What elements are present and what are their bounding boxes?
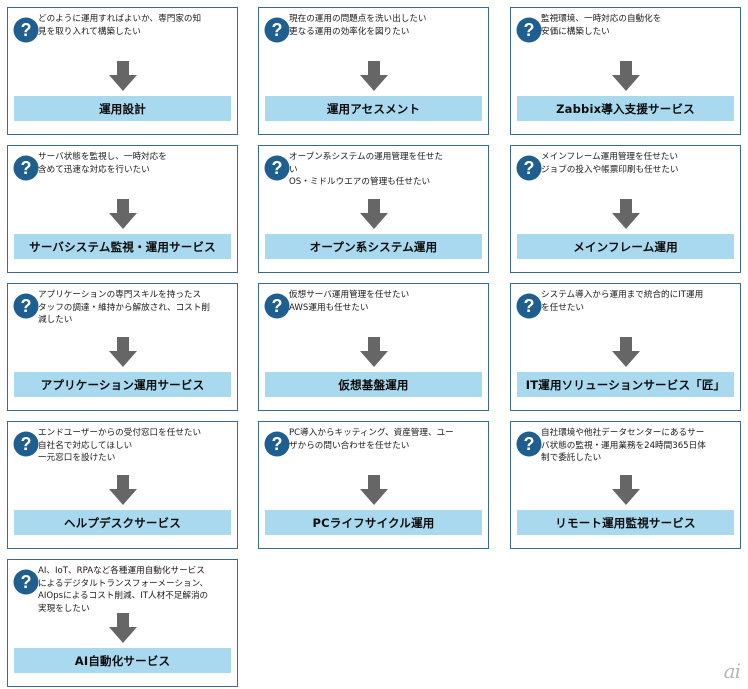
svg-text:?: ? (21, 20, 32, 40)
svg-text:?: ? (524, 434, 535, 454)
down-arrow-icon (108, 61, 137, 91)
service-card: ? システム導入から運用まで統合的にIT運用 を任せたい IT運用ソリューションサー… (510, 283, 741, 411)
service-card: ? PC導入からキッティング、資産管理、ユー ザからの問い合わせを任せたい PCライ… (258, 421, 489, 549)
customer-need-text: 仮想サーバ運用管理を任せたい AWS運用も任せたい (289, 290, 410, 313)
svg-text:?: ? (272, 158, 283, 178)
service-label: アプリケーション運用サービス (14, 372, 231, 397)
down-arrow-icon (359, 337, 388, 367)
service-label: AI自動化サービス (14, 648, 231, 673)
question-mark-circle-icon: ? (516, 155, 542, 181)
service-card: ? 仮想サーバ運用管理を任せたい AWS運用も任せたい仮想基盤運用 (258, 283, 489, 411)
down-arrow-icon (108, 613, 137, 643)
customer-need-text: サーバ状態を監視し、一時対応を 含めて迅速な対応を行いたい (38, 152, 167, 175)
question-mark-circle-icon: ? (13, 293, 39, 319)
customer-need-text: PC導入からキッティング、資産管理、ユー ザからの問い合わせを任せたい (289, 428, 454, 451)
question-mark-circle-icon: ? (264, 17, 290, 43)
customer-need-text: AI、IoT、RPAなど各種運用自動化サービス によるデジタルトランスフォーメー… (38, 566, 209, 614)
svg-text:?: ? (21, 158, 32, 178)
svg-text:?: ? (21, 572, 32, 592)
service-label: ヘルプデスクサービス (14, 510, 231, 535)
svg-text:?: ? (524, 296, 535, 316)
service-label: 仮想基盤運用 (265, 372, 482, 397)
service-label: メインフレーム運用 (517, 234, 734, 259)
service-label: 運用設計 (14, 96, 231, 121)
customer-need-text: 監視環境、一時対応の自動化を 安価に構築したい (541, 14, 662, 37)
service-label: Zabbix導入支援サービス (517, 96, 734, 121)
service-card: ? オープン系システムの運用管理を任せた い OS・ミドルウエアの管理も任せたいオ… (258, 145, 489, 273)
svg-text:?: ? (272, 20, 283, 40)
down-arrow-icon (611, 337, 640, 367)
service-card: ? 現在の運用の問題点を洗い出したい 更なる運用の効率化を図りたい運用アセスメント (258, 7, 489, 135)
question-mark-circle-icon: ? (516, 431, 542, 457)
service-label: PCライフサイクル運用 (265, 510, 482, 535)
svg-text:?: ? (524, 20, 535, 40)
service-card: ? サーバ状態を監視し、一時対応を 含めて迅速な対応を行いたいサーバシステム監視・… (7, 145, 238, 273)
service-card: ? アプリケーションの専門スキルを持ったス タッフの調達・維持から解放され、コスト… (7, 283, 238, 411)
question-mark-circle-icon: ? (264, 293, 290, 319)
customer-need-text: 現在の運用の問題点を洗い出したい 更なる運用の効率化を図りたい (289, 14, 427, 37)
down-arrow-icon (359, 475, 388, 505)
svg-text:?: ? (21, 434, 32, 454)
service-label: IT運用ソリューションサービス「匠」 (517, 372, 734, 397)
question-mark-circle-icon: ? (516, 17, 542, 43)
question-mark-circle-icon: ? (516, 293, 542, 319)
question-mark-circle-icon: ? (13, 431, 39, 457)
service-label: サーバシステム監視・運用サービス (14, 234, 231, 259)
service-card: ? エンドユーザーからの受付窓口を任せたい 自社名で対応してほしい 一元窓口を設け… (7, 421, 238, 549)
question-mark-circle-icon: ? (13, 155, 39, 181)
question-mark-circle-icon: ? (13, 569, 39, 595)
service-label: リモート運用監視サービス (517, 510, 734, 535)
down-arrow-icon (359, 61, 388, 91)
service-card: ? 自社環境や他社データセンターにあるサー バ状態の監視・運用業務を24時間365… (510, 421, 741, 549)
down-arrow-icon (611, 475, 640, 505)
customer-need-text: エンドユーザーからの受付窓口を任せたい 自社名で対応してほしい 一元窓口を設けた… (38, 428, 202, 463)
question-mark-circle-icon: ? (13, 17, 39, 43)
down-arrow-icon (108, 475, 137, 505)
down-arrow-icon (359, 199, 388, 229)
svg-text:?: ? (524, 158, 535, 178)
logo: ai (723, 659, 741, 683)
down-arrow-icon (108, 337, 137, 367)
svg-text:?: ? (21, 296, 32, 316)
service-label: 運用アセスメント (265, 96, 482, 121)
customer-need-text: どのように運用すればよいか、専門家の知 見を取り入れて構築したい (38, 14, 202, 37)
customer-need-text: システム導入から運用まで統合的にIT運用 を任せたい (541, 290, 704, 313)
customer-need-text: オープン系システムの運用管理を任せた い OS・ミドルウエアの管理も任せたい (289, 152, 443, 187)
customer-need-text: メインフレーム運用管理を任せたい ジョブの投入や帳票印刷も任せたい (541, 152, 679, 175)
svg-text:?: ? (272, 296, 283, 316)
question-mark-circle-icon: ? (264, 155, 290, 181)
service-card: ? AI、IoT、RPAなど各種運用自動化サービス によるデジタルトランスフォーメ… (7, 559, 238, 687)
customer-need-text: 自社環境や他社データセンターにあるサー バ状態の監視・運用業務を24時間365日… (541, 428, 706, 463)
service-card: ? どのように運用すればよいか、専門家の知 見を取り入れて構築したい運用設計 (7, 7, 238, 135)
service-label: オープン系システム運用 (265, 234, 482, 259)
down-arrow-icon (108, 199, 137, 229)
down-arrow-icon (611, 61, 640, 91)
customer-need-text: アプリケーションの専門スキルを持ったス タッフの調達・維持から解放され、コスト削… (38, 290, 210, 325)
down-arrow-icon (611, 199, 640, 229)
svg-text:?: ? (272, 434, 283, 454)
service-card: ? 監視環境、一時対応の自動化を 安価に構築したい Zabbix導入支援サービス (510, 7, 741, 135)
service-card: ? メインフレーム運用管理を任せたい ジョブの投入や帳票印刷も任せたいメインフレー… (510, 145, 741, 273)
question-mark-circle-icon: ? (264, 431, 290, 457)
